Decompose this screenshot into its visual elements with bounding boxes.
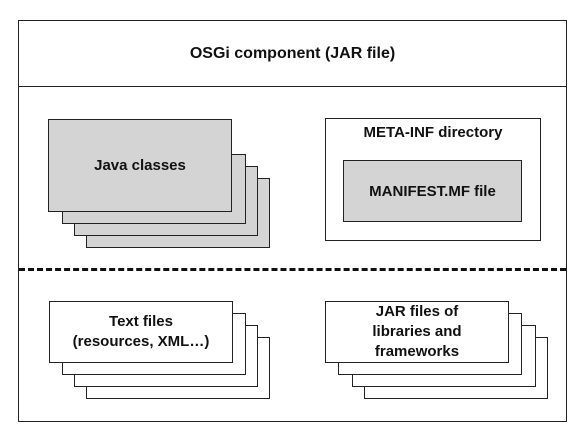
osgi-component-frame: OSGi component (JAR file) Java classes M… [18, 20, 567, 422]
text-sheet-front: Text files (resources, XML…) [49, 301, 233, 363]
component-title: OSGi component (JAR file) [189, 44, 396, 62]
jar-files-label: JAR files of libraries and frameworks [372, 303, 462, 360]
manifest-label: MANIFEST.MF file [369, 182, 496, 200]
jar-sheet-front: JAR files of libraries and frameworks [325, 301, 509, 363]
java-classes-label: Java classes [94, 156, 186, 174]
component-title-band: OSGi component (JAR file) [19, 21, 566, 87]
java-sheet-front: Java classes [48, 119, 232, 212]
meta-inf-directory: META-INF directory MANIFEST.MF file [325, 118, 541, 241]
meta-inf-header: META-INF directory [363, 123, 503, 141]
manifest-file: MANIFEST.MF file [343, 160, 522, 222]
text-files-label: Text files (resources, XML…) [72, 313, 210, 350]
section-divider [19, 268, 566, 271]
